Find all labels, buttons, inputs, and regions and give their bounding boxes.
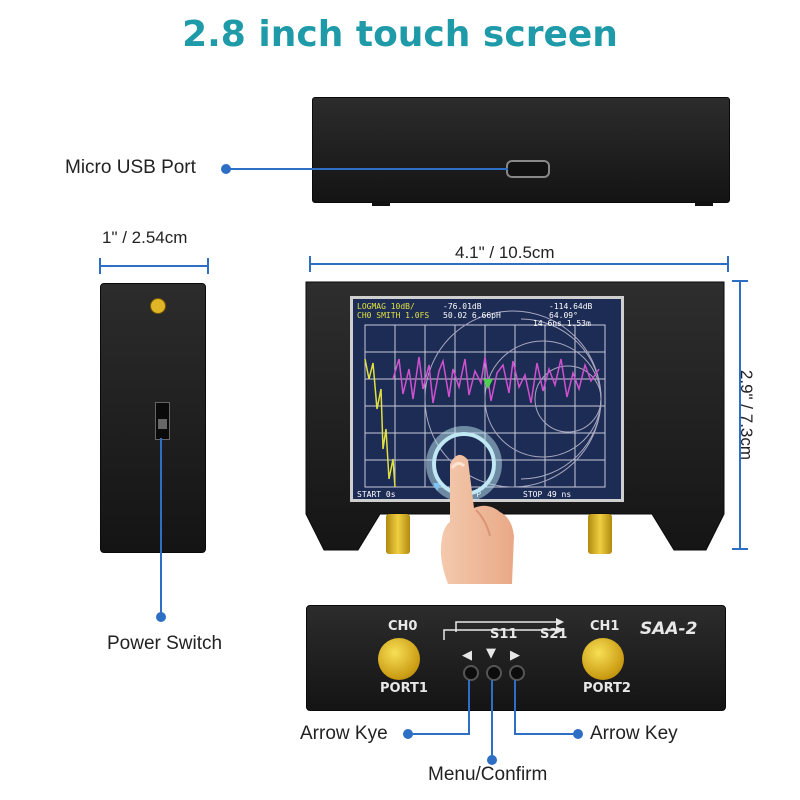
right-arrow-glyph: ▶ — [510, 648, 520, 663]
finger-icon — [440, 454, 514, 584]
power-leader-dot — [156, 612, 166, 622]
usb-label: Micro USB Port — [65, 157, 196, 178]
ch0-label: CH0 — [388, 619, 418, 634]
button-leader-lines — [403, 680, 583, 765]
depth-dimension-label: 1" / 2.54cm — [102, 228, 188, 247]
port2-label: PORT2 — [583, 681, 631, 696]
device-top-view — [312, 97, 730, 203]
signal-path-icon — [443, 618, 564, 640]
page-title: 2.8 inch touch screen — [182, 14, 618, 55]
down-arrow-glyph: ▼ — [486, 646, 496, 661]
device-foot — [372, 201, 390, 206]
menu-confirm-label: Menu/Confirm — [428, 764, 548, 785]
sma-connector-left — [386, 514, 410, 554]
left-arrow-glyph: ◀ — [462, 648, 472, 663]
power-switch[interactable] — [155, 402, 170, 440]
menu-confirm-button[interactable] — [486, 665, 502, 681]
screen-row2-left: CH0 SMITH 1.0FS — [357, 311, 429, 320]
screen-row1-right: -114.64dB — [549, 302, 593, 311]
device-side-view — [100, 283, 206, 553]
usb-leader-dot — [221, 164, 231, 174]
width-dimension-label: 4.1" / 10.5cm — [455, 243, 555, 262]
usb-leader-line — [226, 168, 508, 170]
width-dimension-line — [309, 256, 729, 272]
depth-dimension-line — [99, 258, 209, 274]
screen-row1-left: LOGMAG 10dB/ — [357, 302, 415, 311]
arrow-right-label: Arrow Key — [590, 723, 678, 744]
screen-row1-mid: -76.01dB — [443, 302, 482, 311]
brand-label: SAA-2 — [640, 619, 698, 639]
height-dimension-line — [732, 280, 748, 550]
side-screw — [150, 298, 166, 314]
left-arrow-button[interactable] — [463, 665, 479, 681]
screen-row2-mid: 50.02 6.66pH — [443, 311, 501, 320]
port2-connector[interactable] — [582, 638, 624, 680]
power-leader-line — [160, 438, 162, 616]
power-switch-label: Power Switch — [107, 633, 223, 654]
ch1-label: CH1 — [590, 619, 620, 634]
device-foot — [695, 201, 713, 206]
height-dimension-label: 2.9" / 7.3cm — [737, 369, 756, 461]
screen-row3-right: 14.6ns 1.53m — [533, 319, 591, 328]
micro-usb-port — [506, 160, 550, 178]
right-arrow-button[interactable] — [509, 665, 525, 681]
screen-row2-right: 64.09° — [549, 311, 578, 320]
screen-footer-right: STOP 49 ns — [523, 490, 571, 499]
touch-screen[interactable]: LOGMAG 10dB/ -76.01dB -114.64dB CH0 SMIT… — [350, 296, 624, 502]
port1-connector[interactable] — [378, 638, 420, 680]
screen-footer-left: START 0s — [357, 490, 396, 499]
sma-connector-right — [588, 514, 612, 554]
arrow-left-label: Arrow Kye — [300, 723, 388, 744]
port1-label: PORT1 — [380, 681, 428, 696]
